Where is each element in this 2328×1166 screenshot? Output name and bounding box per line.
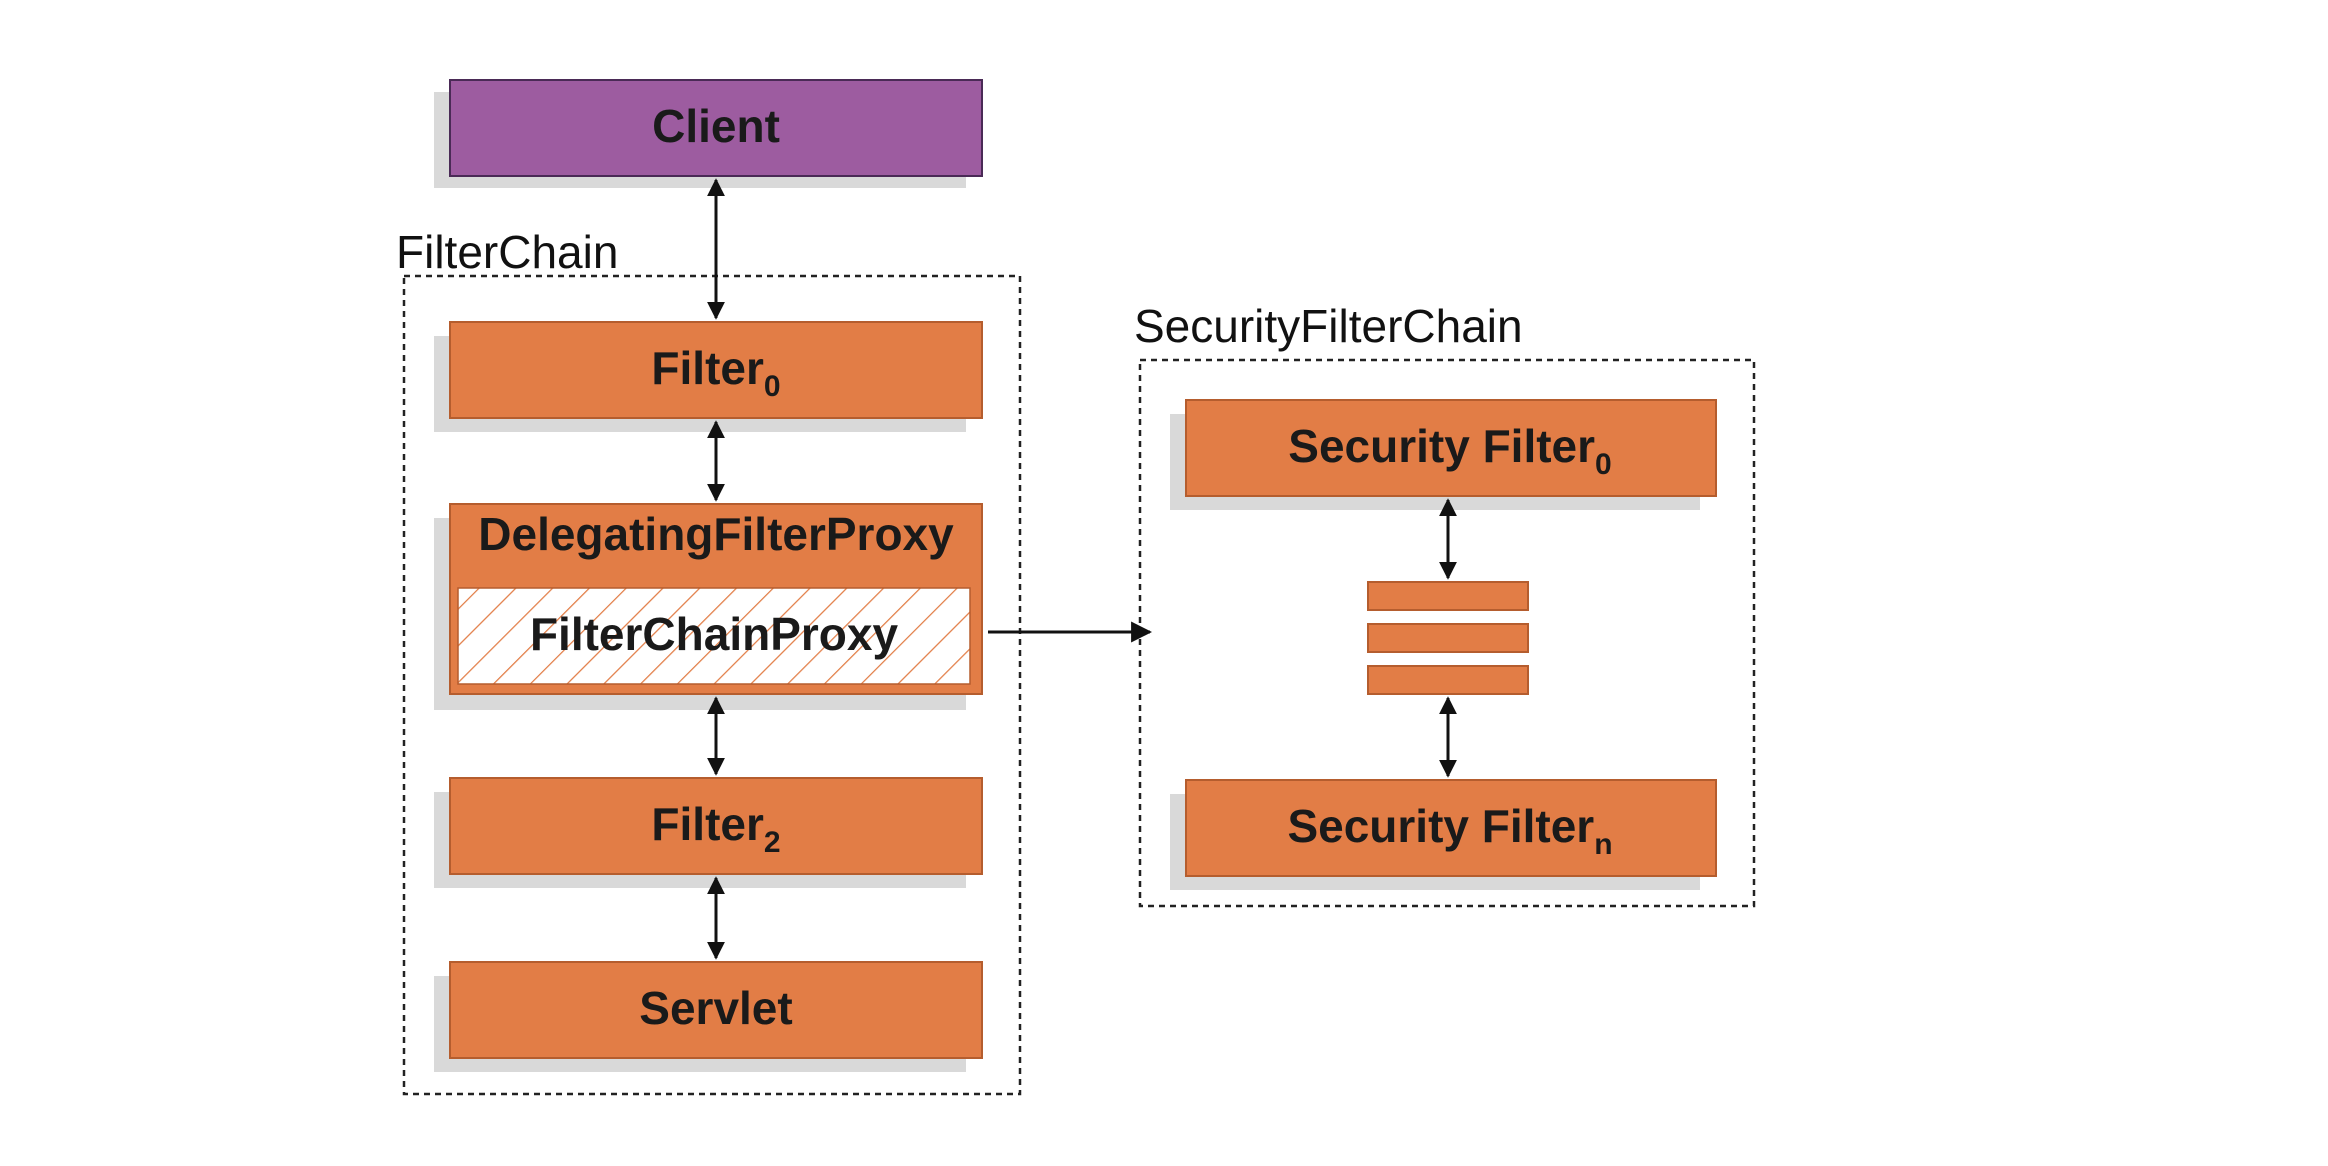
filter0-label: Filter0 xyxy=(651,342,780,403)
servlet-label: Servlet xyxy=(639,982,792,1034)
filter2-label: Filter2 xyxy=(651,798,780,859)
security-filter0-label: Security Filter0 xyxy=(1288,420,1611,481)
security-filter0-node: Security Filter0 xyxy=(1170,399,1717,510)
delegating-filter-proxy-label: DelegatingFilterProxy xyxy=(478,508,954,560)
filterchain-title: FilterChain xyxy=(396,226,618,278)
filter2-node: Filter2 xyxy=(434,777,983,888)
security-filtern-node: Security Filtern xyxy=(1170,779,1717,890)
client-label: Client xyxy=(652,100,780,152)
filter0-node: Filter0 xyxy=(434,321,983,432)
servlet-node: Servlet xyxy=(434,961,983,1072)
client-node: Client xyxy=(434,79,983,188)
stacked-filters-icon xyxy=(1367,581,1529,695)
security-filterchain-title: SecurityFilterChain xyxy=(1134,300,1523,352)
filter-chain-proxy-node: FilterChainProxy xyxy=(457,587,971,685)
filter-chain-proxy-label: FilterChainProxy xyxy=(530,608,899,660)
security-filtern-label: Security Filtern xyxy=(1287,800,1612,861)
